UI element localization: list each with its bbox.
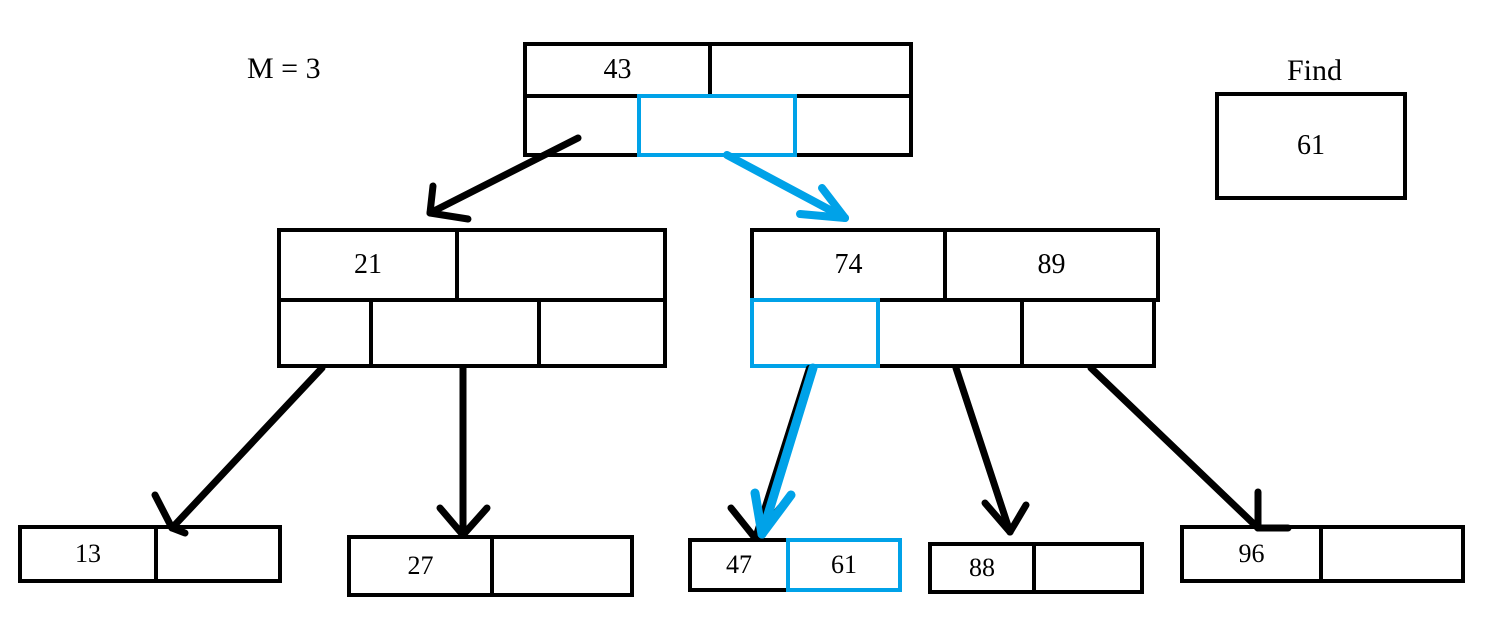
internal-left-pointer-cell-1[interactable] (369, 298, 541, 368)
find-value-text: 61 (1297, 130, 1325, 161)
find-value-box: 61 (1215, 92, 1407, 200)
root-pointer-cell-0[interactable] (523, 94, 641, 157)
internal-right-pointer-row (750, 298, 1160, 368)
internal-node-left: 21 (277, 228, 667, 368)
leaf-node-88: 88 (928, 542, 1144, 594)
root-pointer-cell-1[interactable] (637, 94, 797, 157)
internal-right-key-row: 74 89 (750, 228, 1160, 302)
leaf-13-row: 13 (18, 525, 282, 583)
edge-right-internal-to-leaf-96 (1087, 364, 1292, 532)
internal-left-key-row: 21 (277, 228, 667, 302)
leaf-node-13: 13 (18, 525, 282, 583)
internal-right-pointer-cell-1[interactable] (876, 298, 1024, 368)
internal-node-right: 74 89 (750, 228, 1160, 368)
leaf-88-cell-0[interactable]: 88 (928, 542, 1036, 594)
leaf-96-cell-1[interactable] (1319, 525, 1465, 583)
root-key-row: 43 (523, 42, 913, 98)
internal-left-pointer-cell-2[interactable] (537, 298, 667, 368)
edge-left-internal-to-leaf-27 (436, 364, 491, 539)
leaf-47-61-cell-1[interactable]: 61 (786, 538, 902, 592)
leaf-13-text-0: 13 (75, 539, 101, 568)
internal-right-pointer-cell-0[interactable] (750, 298, 880, 368)
root-key-cell-1[interactable] (708, 42, 913, 98)
find-label: Find (1287, 54, 1343, 87)
leaf-13-cell-0[interactable]: 13 (18, 525, 158, 583)
edge-root-to-right-internal (723, 151, 849, 222)
edge-left-internal-to-leaf-13 (151, 364, 326, 537)
root-pointer-cell-2[interactable] (793, 94, 913, 157)
leaf-node-27: 27 (347, 535, 634, 597)
leaf-47-61-cell-0[interactable]: 47 (688, 538, 790, 592)
root-pointer-row (523, 94, 913, 157)
edge-right-internal-to-leaf-47-61-underlay (727, 365, 812, 542)
root-node: 43 (523, 42, 913, 157)
leaf-27-cell-1[interactable] (490, 535, 634, 597)
leaf-88-text-0: 88 (969, 553, 995, 582)
internal-right-key-text-1: 89 (1037, 249, 1066, 280)
internal-left-pointer-row (277, 298, 667, 368)
internal-right-key-text-0: 74 (834, 249, 863, 280)
root-key-cell-0[interactable]: 43 (523, 42, 712, 98)
internal-left-key-text-0: 21 (354, 249, 382, 280)
internal-right-key-cell-0[interactable]: 74 (750, 228, 947, 302)
leaf-96-row: 96 (1180, 525, 1465, 583)
edge-right-internal-to-leaf-47-61 (750, 363, 818, 539)
leaf-47-61-text-0: 47 (726, 550, 752, 579)
internal-left-key-cell-0[interactable]: 21 (277, 228, 459, 302)
leaf-88-row: 88 (928, 542, 1144, 594)
root-key-text-0: 43 (603, 54, 632, 85)
leaf-13-cell-1[interactable] (154, 525, 282, 583)
leaf-node-96: 96 (1180, 525, 1465, 583)
leaf-27-row: 27 (347, 535, 634, 597)
leaf-88-cell-1[interactable] (1032, 542, 1144, 594)
leaf-96-cell-0[interactable]: 96 (1180, 525, 1323, 583)
internal-right-key-cell-1[interactable]: 89 (943, 228, 1160, 302)
internal-right-pointer-cell-2[interactable] (1020, 298, 1156, 368)
leaf-node-47-61: 47 61 (688, 538, 902, 592)
internal-left-pointer-cell-0[interactable] (277, 298, 373, 368)
leaf-96-text-0: 96 (1238, 539, 1265, 568)
leaf-27-text-0: 27 (407, 551, 434, 580)
internal-left-key-cell-1[interactable] (455, 228, 667, 302)
leaf-47-61-text-1: 61 (831, 550, 857, 579)
leaf-47-61-row: 47 61 (688, 538, 902, 592)
edge-right-internal-to-leaf-88 (952, 364, 1030, 536)
leaf-27-cell-0[interactable]: 27 (347, 535, 494, 597)
order-label: M = 3 (247, 52, 321, 85)
